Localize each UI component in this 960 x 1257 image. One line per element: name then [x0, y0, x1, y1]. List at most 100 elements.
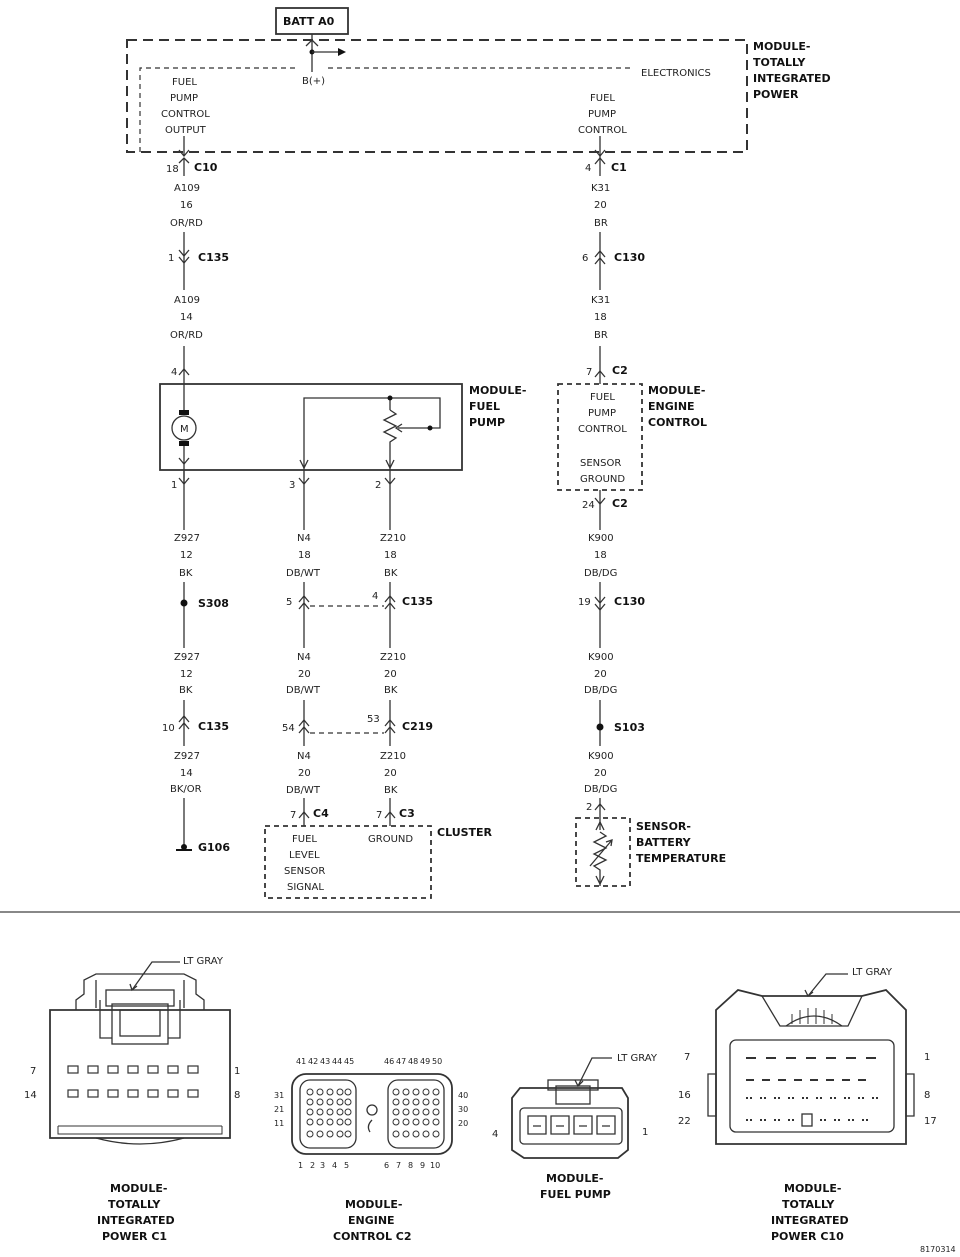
- svg-text:30: 30: [458, 1105, 468, 1114]
- fuel-pump-module-label: MODULE- FUEL PUMP: [469, 384, 526, 429]
- svg-text:C3: C3: [399, 807, 415, 820]
- svg-text:ENGINE: ENGINE: [648, 400, 695, 413]
- svg-text:LT GRAY: LT GRAY: [617, 1053, 658, 1064]
- svg-text:LEVEL: LEVEL: [289, 850, 320, 861]
- svg-text:DB/WT: DB/WT: [286, 685, 321, 696]
- svg-text:20: 20: [298, 768, 311, 779]
- svg-text:1: 1: [171, 480, 177, 491]
- svg-text:N4: N4: [297, 652, 311, 663]
- svg-text:POWER C10: POWER C10: [771, 1230, 844, 1243]
- svg-text:SENSOR-: SENSOR-: [636, 820, 691, 833]
- svg-text:CONTROL: CONTROL: [578, 424, 627, 435]
- battery-temp-sensor-box: [575, 817, 631, 887]
- svg-text:SENSOR: SENSOR: [580, 458, 621, 469]
- wire-k31-20: K31 20 BR: [591, 183, 610, 229]
- wire-z927-12a: Z927 12 BK: [174, 533, 200, 579]
- svg-text:18: 18: [594, 312, 607, 323]
- svg-text:LT GRAY: LT GRAY: [852, 967, 893, 978]
- svg-text:20: 20: [594, 669, 607, 680]
- ecm-label: MODULE- ENGINE CONTROL: [648, 384, 707, 429]
- svg-text:14: 14: [180, 312, 193, 323]
- svg-text:8: 8: [924, 1090, 930, 1101]
- svg-text:18: 18: [384, 550, 397, 561]
- svg-text:OR/RD: OR/RD: [170, 330, 203, 341]
- svg-text:CONTROL: CONTROL: [578, 125, 627, 136]
- svg-text:7: 7: [396, 1161, 401, 1170]
- svg-text:3: 3: [320, 1161, 325, 1170]
- svg-text:K900: K900: [588, 751, 614, 762]
- svg-text:S308: S308: [198, 597, 229, 610]
- ecm-fp-control-label: FUEL PUMP CONTROL: [578, 392, 627, 435]
- svg-text:2: 2: [586, 802, 592, 813]
- svg-text:9: 9: [420, 1161, 425, 1170]
- connector-ecm-c2: 41 42 43 44 45 46 47 48 49 50 31 21 11 4…: [274, 1057, 468, 1243]
- svg-text:C135: C135: [402, 595, 433, 608]
- svg-text:FUEL: FUEL: [469, 400, 500, 413]
- svg-text:4: 4: [171, 367, 177, 378]
- svg-text:MODULE-: MODULE-: [784, 1182, 841, 1195]
- svg-text:N4: N4: [297, 751, 311, 762]
- svg-text:BK: BK: [179, 685, 193, 696]
- svg-text:MODULE-: MODULE-: [546, 1172, 603, 1185]
- svg-text:18: 18: [594, 550, 607, 561]
- svg-text:20: 20: [594, 768, 607, 779]
- motor-icon: [171, 415, 197, 441]
- svg-text:5: 5: [286, 597, 292, 608]
- svg-text:FUEL: FUEL: [172, 77, 197, 88]
- svg-text:S103: S103: [614, 721, 645, 734]
- svg-text:MODULE-: MODULE-: [469, 384, 526, 397]
- wire-k900-18: K900 18 DB/DG: [584, 533, 617, 579]
- svg-text:TEMPERATURE: TEMPERATURE: [636, 852, 726, 865]
- svg-text:BK/OR: BK/OR: [170, 784, 202, 795]
- svg-text:C130: C130: [614, 251, 645, 264]
- svg-text:8: 8: [408, 1161, 413, 1170]
- svg-text:MODULE-: MODULE-: [648, 384, 705, 397]
- fuel-level-sender-icon: [382, 409, 398, 470]
- svg-text:INTEGRATED: INTEGRATED: [771, 1214, 849, 1227]
- wire-z927-12b: Z927 12 BK: [174, 652, 200, 696]
- wire-z210-18: Z210 18 BK: [380, 533, 406, 579]
- cluster-box: [264, 825, 432, 899]
- svg-text:MODULE-: MODULE-: [110, 1182, 167, 1195]
- svg-text:DB/WT: DB/WT: [286, 785, 321, 796]
- svg-text:4: 4: [585, 163, 591, 174]
- svg-text:C1: C1: [611, 161, 627, 174]
- svg-text:BK: BK: [384, 785, 398, 796]
- svg-text:BK: BK: [384, 685, 398, 696]
- svg-text:FUEL: FUEL: [590, 392, 615, 403]
- svg-text:K31: K31: [591, 183, 610, 194]
- svg-text:LT GRAY: LT GRAY: [183, 956, 224, 967]
- svg-text:7: 7: [376, 810, 382, 821]
- svg-text:16: 16: [180, 200, 193, 211]
- svg-text:K900: K900: [588, 533, 614, 544]
- svg-text:1: 1: [234, 1066, 240, 1077]
- svg-text:K31: K31: [591, 295, 610, 306]
- connector-fuel-pump: LT GRAY 4 1 MODULE- FUEL PUMP: [492, 1053, 658, 1201]
- splice-s103: [596, 723, 604, 731]
- svg-text:14: 14: [24, 1090, 37, 1101]
- tipm-label: MODULE- TOTALLY INTEGRATED POWER: [753, 40, 831, 101]
- svg-text:7: 7: [30, 1066, 36, 1077]
- wire-k900-20a: K900 20 DB/DG: [584, 652, 617, 696]
- svg-text:A109: A109: [174, 295, 200, 306]
- svg-text:FUEL PUMP: FUEL PUMP: [540, 1188, 611, 1201]
- svg-text:46: 46: [384, 1057, 394, 1066]
- svg-text:PUMP: PUMP: [588, 408, 616, 419]
- svg-text:OR/RD: OR/RD: [170, 218, 203, 229]
- svg-text:48: 48: [408, 1057, 418, 1066]
- svg-text:OUTPUT: OUTPUT: [165, 125, 207, 136]
- svg-text:PUMP: PUMP: [588, 109, 616, 120]
- svg-text:21: 21: [274, 1105, 284, 1114]
- figure-id: 8170314: [920, 1245, 956, 1254]
- battery-temp-sensor-label: SENSOR- BATTERY TEMPERATURE: [636, 820, 726, 865]
- wire-z927-14: Z927 14 BK/OR: [170, 751, 202, 795]
- svg-text:20: 20: [298, 669, 311, 680]
- svg-text:43: 43: [320, 1057, 330, 1066]
- svg-text:GROUND: GROUND: [580, 474, 625, 485]
- svg-text:Z927: Z927: [174, 751, 200, 762]
- svg-text:DB/DG: DB/DG: [584, 784, 617, 795]
- svg-text:G106: G106: [198, 841, 230, 854]
- svg-text:Z210: Z210: [380, 751, 406, 762]
- svg-text:INTEGRATED: INTEGRATED: [753, 72, 831, 85]
- svg-text:7: 7: [586, 367, 592, 378]
